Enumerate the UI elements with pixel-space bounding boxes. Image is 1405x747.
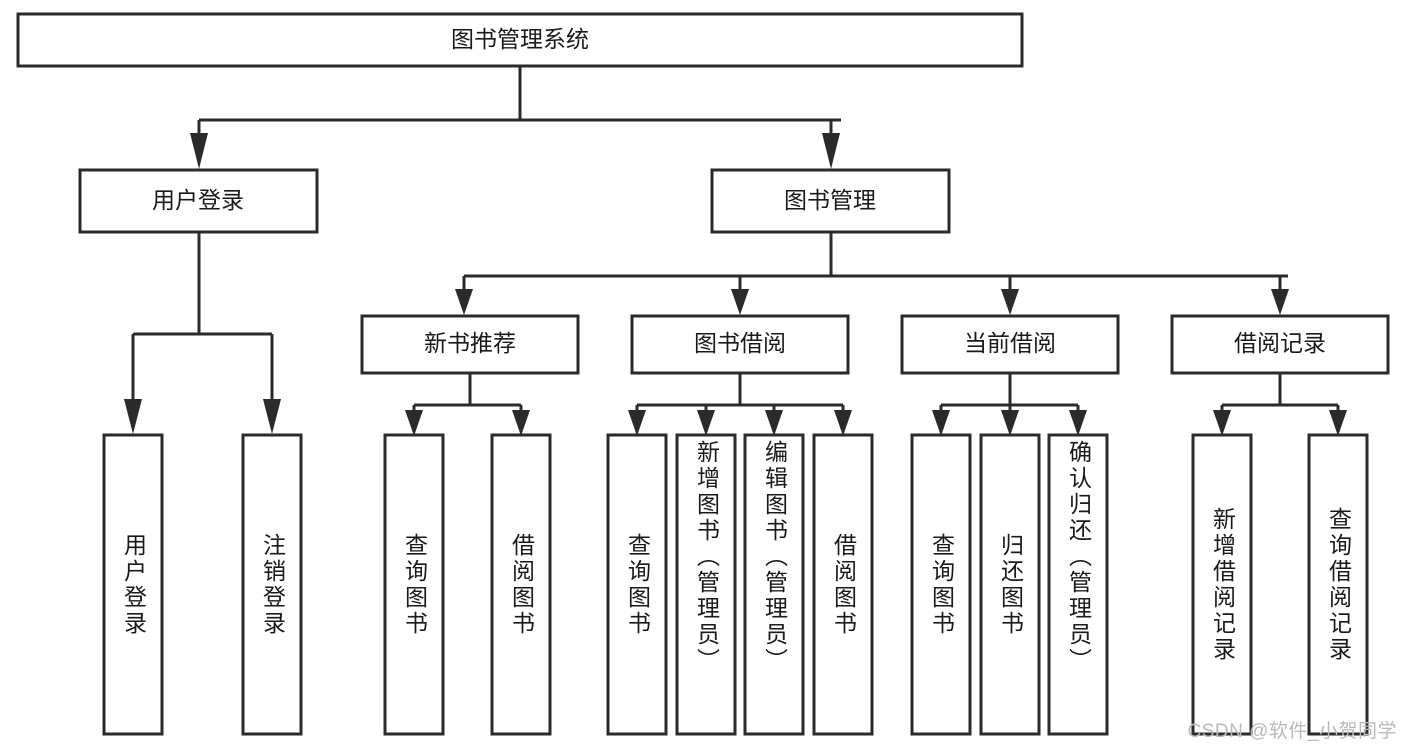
arrow-borrowrecord-leaf-1 [1213, 410, 1231, 436]
leaf-currentborrow-confirm-return[interactable] [1047, 433, 1109, 736]
node-borrow-record-label: 借阅记录 [1234, 330, 1326, 356]
arrow-currentborrow-leaf-3 [1069, 410, 1087, 436]
node-root-label: 图书管理系统 [451, 26, 589, 52]
arrow-root-to-user-login [190, 133, 208, 169]
leaf-bookborrow-borrow-book[interactable] [812, 433, 874, 736]
node-layer: 图书管理系统 用户登录 图书管理 新书推荐 图书借阅 当前借阅 借阅记录 [16, 12, 1390, 736]
arrow-borrowrecord-leaf-2 [1329, 410, 1347, 436]
arrow-root-to-book-mgmt [822, 133, 840, 169]
arrow-bookborrow-leaf-4 [834, 410, 852, 436]
node-root-book-management-system[interactable] [16, 12, 1024, 68]
arrow-currentborrow-leaf-1 [932, 410, 950, 436]
node-new-book-recommend[interactable] [360, 314, 580, 375]
arrow-to-leaf-logout [263, 399, 281, 434]
leaf-newbook-borrow-book[interactable] [490, 433, 552, 736]
arrow-to-book-borrow [731, 289, 749, 315]
leaf-borrowrecord-add-record[interactable] [1191, 433, 1253, 736]
leaf-bookborrow-edit-book[interactable] [743, 433, 805, 736]
node-new-book-recommend-label: 新书推荐 [424, 330, 516, 356]
arrow-newbook-leaf-2 [512, 410, 530, 436]
node-book-management-label: 图书管理 [784, 187, 876, 213]
node-current-borrow-label: 当前借阅 [964, 330, 1056, 356]
node-book-borrow-label: 图书借阅 [694, 330, 786, 356]
arrow-to-leaf-user-login [124, 399, 142, 434]
arrow-to-borrow-record [1271, 289, 1289, 315]
node-user-login[interactable] [78, 168, 319, 234]
arrow-currentborrow-leaf-2 [1001, 410, 1019, 436]
leaf-user-logout[interactable] [241, 433, 303, 736]
arrow-bookborrow-leaf-2 [697, 410, 715, 436]
arrow-newbook-leaf-1 [405, 410, 423, 436]
arrow-bookborrow-leaf-3 [765, 410, 783, 436]
connector-layer [124, 66, 1347, 436]
leaf-bookborrow-query-book[interactable] [606, 433, 668, 736]
arrow-to-current-borrow [1001, 289, 1019, 315]
node-borrow-record[interactable] [1170, 314, 1390, 375]
csdn-watermark: CSDN @软件_小贺同学 [1187, 721, 1397, 742]
leaf-borrowrecord-query-record[interactable] [1307, 433, 1369, 736]
leaf-bookborrow-add-book[interactable] [675, 433, 737, 736]
leaf-user-login-query[interactable] [102, 433, 164, 736]
node-user-login-label: 用户登录 [152, 187, 244, 213]
leaf-newbook-query-book[interactable] [383, 433, 445, 736]
arrow-bookborrow-leaf-1 [628, 410, 646, 436]
leaf-currentborrow-return-book[interactable] [979, 433, 1041, 736]
node-book-management[interactable] [710, 168, 951, 234]
node-book-borrow[interactable] [630, 314, 850, 375]
arrow-to-new-book-recommend [455, 289, 473, 315]
node-current-borrow[interactable] [900, 314, 1120, 375]
leaf-currentborrow-query-book[interactable] [910, 433, 972, 736]
